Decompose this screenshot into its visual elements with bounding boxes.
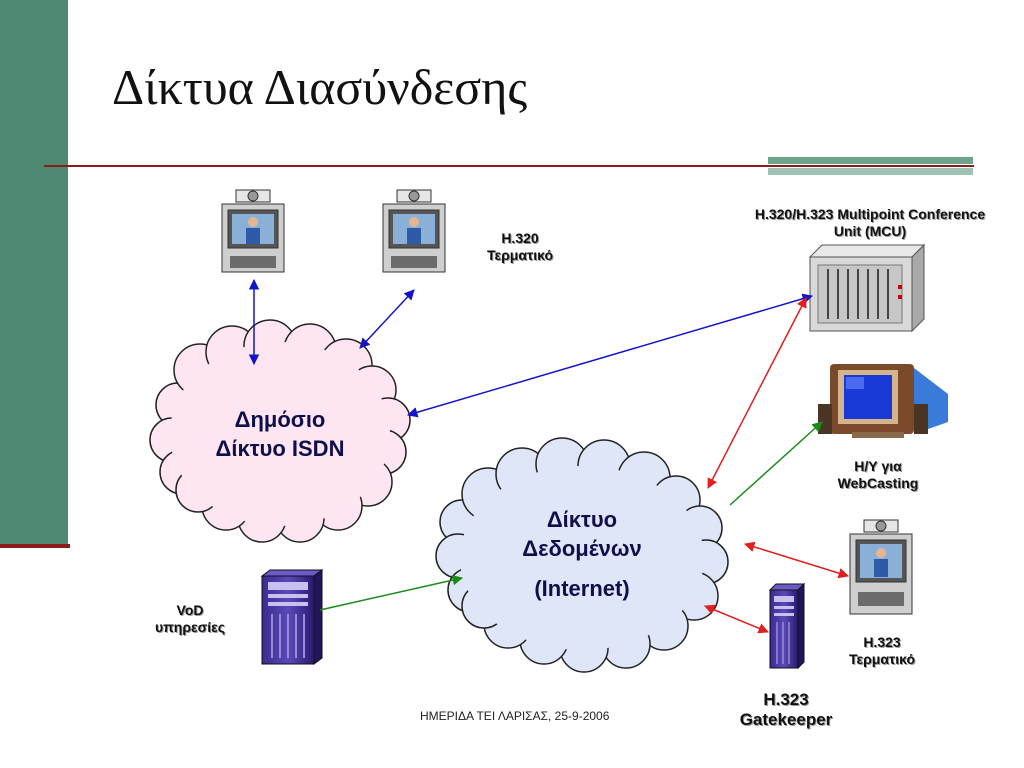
h323-terminal-label-line1: H.323 (863, 634, 901, 650)
h320-terminal-label: H.320 Τερματικό (460, 230, 580, 264)
title-rule (44, 165, 974, 167)
isdn-cloud-line1: Δημόσιο (234, 407, 326, 432)
link-internet-webcasting (729, 421, 823, 506)
slide-footer: ΗΜΕΡΙΔΑ ΤΕΙ ΛΑΡΙΣΑΣ, 25-9-2006 (420, 709, 610, 723)
data-cloud-label: Δίκτυο Δεδομένων (Internet) (490, 506, 674, 604)
mcu-label: H.320/H.323 Multipoint Conference Unit (… (718, 206, 1022, 240)
link-isdn-mcu (406, 293, 814, 418)
h320-terminal-label-line2: Τερματικό (486, 246, 554, 263)
sidebar-accent-rule (0, 544, 70, 548)
data-cloud (435, 437, 729, 673)
link-internet-gatekeeper (704, 604, 769, 634)
link-internet-mcu (707, 297, 807, 489)
link-terminal2-isdn (359, 289, 415, 349)
data-cloud-line3: (Internet) (534, 576, 630, 602)
h323-terminal-label: H.323 Τερματικό (822, 634, 942, 668)
h320-terminal-1-icon (221, 189, 285, 273)
isdn-cloud-line2: Δίκτυο ISDN (215, 435, 345, 461)
link-vod-internet (319, 574, 464, 611)
webcasting-pc-label-line1: Η/Υ για (854, 458, 902, 474)
h323-terminal-icon (849, 519, 913, 615)
webcasting-pc-label-line2: WebCasting (837, 474, 919, 491)
gatekeeper-label-line2: Gatekeeper (739, 710, 833, 730)
vod-label-line1: VoD (176, 602, 204, 618)
vod-label-line2: υπηρεσίες (154, 618, 226, 635)
link-internet-h323-terminal (743, 541, 850, 579)
slide-title: Δίκτυα Διασύνδεσης (112, 59, 528, 115)
gatekeeper-label: H.323 Gatekeeper (718, 690, 854, 731)
mcu-label-line1: H.320/H.323 Multipoint Conference (754, 206, 986, 222)
mcu-label-line2: Unit (MCU) (833, 222, 907, 239)
sidebar-band (0, 0, 68, 546)
gatekeeper-server-icon (768, 582, 806, 670)
data-cloud-line2: Δεδομένων (522, 535, 642, 561)
webcasting-pc-icon (818, 364, 948, 438)
vod-label: VoD υπηρεσίες (130, 602, 250, 636)
title-accent-bars (768, 157, 973, 179)
mcu-rack-icon (808, 243, 926, 333)
h323-terminal-label-line2: Τερματικό (848, 650, 916, 667)
gatekeeper-label-line1: H.323 (763, 690, 809, 709)
isdn-cloud-label: Δημόσιο Δίκτυο ISDN (190, 406, 370, 463)
h320-terminal-label-line1: H.320 (501, 230, 539, 246)
data-cloud-line1: Δίκτυο (546, 507, 618, 532)
vod-server-icon (260, 569, 324, 665)
webcasting-pc-label: Η/Υ για WebCasting (810, 458, 946, 492)
h320-terminal-2-icon (382, 189, 446, 273)
